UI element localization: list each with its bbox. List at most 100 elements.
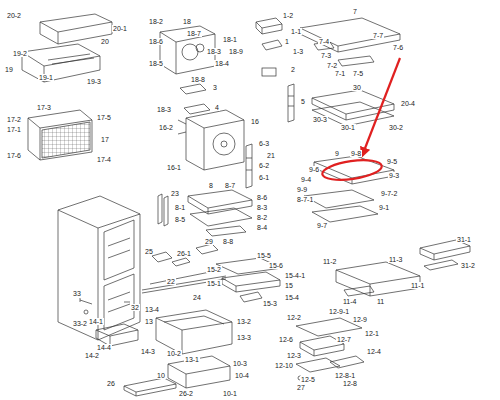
- callout-number: 1-2: [282, 12, 294, 19]
- callout-number: 9-7-2: [380, 190, 398, 197]
- callout-number: 19-2: [12, 50, 28, 57]
- callout-number: 6-2: [258, 162, 270, 169]
- callout-number: 15-3: [262, 300, 278, 307]
- callout-number: 11-1: [410, 282, 426, 289]
- callout-number: 18-1: [222, 36, 238, 43]
- callout-number: 7-7: [372, 32, 384, 39]
- callout-number: 18-7: [186, 30, 202, 37]
- callout-number: 12-8: [342, 380, 358, 387]
- callout-number: 18: [182, 18, 192, 25]
- callout-number: 7-5: [352, 70, 364, 77]
- callout-number: 13-4: [144, 306, 160, 313]
- callout-number: 17-5: [96, 114, 112, 121]
- callout-number: 17-2: [6, 116, 22, 123]
- callout-number: 24: [192, 294, 202, 301]
- callout-number: 23: [170, 190, 180, 197]
- callout-number: 13-1: [184, 356, 200, 363]
- callout-number: 15: [284, 282, 294, 289]
- callout-number: 18-6: [148, 38, 164, 45]
- callout-number: 12-7: [336, 336, 352, 343]
- callout-number: 19-3: [86, 78, 102, 85]
- callout-number: 15-1: [206, 280, 222, 287]
- callout-number: 20-1: [112, 25, 128, 32]
- callout-number: 9-8: [350, 150, 362, 157]
- callout-number: 19-1: [38, 74, 54, 81]
- callout-number: 1-1: [290, 28, 302, 35]
- callout-number: 25: [144, 248, 154, 255]
- callout-number: 9-7: [316, 222, 328, 229]
- callout-number: 8-7-1: [296, 196, 314, 203]
- callout-number: 26-2: [178, 390, 194, 397]
- callout-number: 12-8-1: [334, 372, 356, 379]
- callout-number: 8-6: [256, 194, 268, 201]
- callout-number: 9-4: [300, 176, 312, 183]
- callout-number: 12-3: [286, 352, 302, 359]
- callout-number: 17-4: [96, 156, 112, 163]
- callout-number: 12-6: [278, 336, 294, 343]
- highlight: [321, 58, 400, 183]
- callout-number: 11: [376, 298, 385, 305]
- callout-number: 26: [106, 380, 116, 387]
- callout-number: 12-2: [286, 314, 302, 321]
- callout-number: 17: [100, 136, 110, 143]
- callout-number: 2: [290, 66, 296, 73]
- callout-number: 7-1: [334, 70, 346, 77]
- callout-number: 1: [284, 38, 290, 45]
- callout-number: 7-6: [392, 44, 404, 51]
- callout-number: 4: [214, 104, 220, 111]
- callout-number: 18-3: [156, 106, 172, 113]
- callout-number: 30-2: [388, 124, 404, 131]
- callout-number: 16-2: [158, 124, 174, 131]
- callout-number: 16: [250, 118, 260, 125]
- callout-number: 14-4: [96, 344, 112, 351]
- callout-number: 8-4: [256, 224, 268, 231]
- callout-number: 18-4: [214, 60, 230, 67]
- callout-number: 13: [144, 318, 154, 325]
- callout-number: 18-5: [148, 60, 164, 67]
- callout-number: 10-4: [234, 372, 250, 379]
- callout-number: 11-4: [342, 298, 358, 305]
- callout-number: 8-7: [224, 182, 236, 189]
- callout-number: 9-3: [388, 172, 400, 179]
- callout-number: 8-3: [256, 204, 268, 211]
- callout-number: 27: [296, 384, 306, 391]
- callout-number: 32: [130, 304, 140, 311]
- callout-number: 33-2: [72, 320, 88, 327]
- callout-number: 9-5: [386, 158, 398, 165]
- callout-number: 10-1: [222, 390, 238, 397]
- callout-number: 12-5: [300, 376, 316, 383]
- callout-number: 18-8: [190, 76, 206, 83]
- callout-number: 8-2: [256, 214, 268, 221]
- callout-number: 11-3: [388, 256, 404, 263]
- callout-number: 22: [166, 278, 176, 285]
- callout-number: 12-9-1: [328, 308, 350, 315]
- callout-number: 7-3: [320, 52, 332, 59]
- callout-number: 5: [300, 98, 306, 105]
- callout-number: 7-2: [326, 62, 338, 69]
- callout-number: 18-2: [148, 18, 164, 25]
- callout-number: 33: [72, 290, 82, 297]
- callout-number: 7-4: [318, 38, 330, 45]
- callout-number: 7: [352, 8, 358, 15]
- callout-number: 31-2: [460, 262, 476, 269]
- callout-number: 20-2: [6, 12, 22, 19]
- callout-number: 8: [208, 182, 214, 189]
- callout-number: 15-2: [206, 266, 222, 273]
- callout-number: 19: [4, 66, 14, 73]
- callout-number: 18-3: [206, 48, 222, 55]
- callout-number: 29: [204, 238, 214, 245]
- callout-number: 12-1: [364, 330, 380, 337]
- callout-number: 1-3: [292, 48, 304, 55]
- callout-number: 14-3: [140, 348, 156, 355]
- callout-number: 21: [266, 152, 276, 159]
- callout-number: 11-2: [322, 258, 338, 265]
- callout-number: 17-6: [6, 152, 22, 159]
- callout-number: 9-1: [378, 204, 390, 211]
- callout-number: 30-3: [312, 116, 328, 123]
- callout-number: 8-8: [222, 238, 234, 245]
- callout-number: 14-1: [88, 318, 104, 325]
- callout-number: 30: [352, 84, 362, 91]
- callout-number: 12-9: [352, 316, 368, 323]
- callout-number: 17-3: [36, 104, 52, 111]
